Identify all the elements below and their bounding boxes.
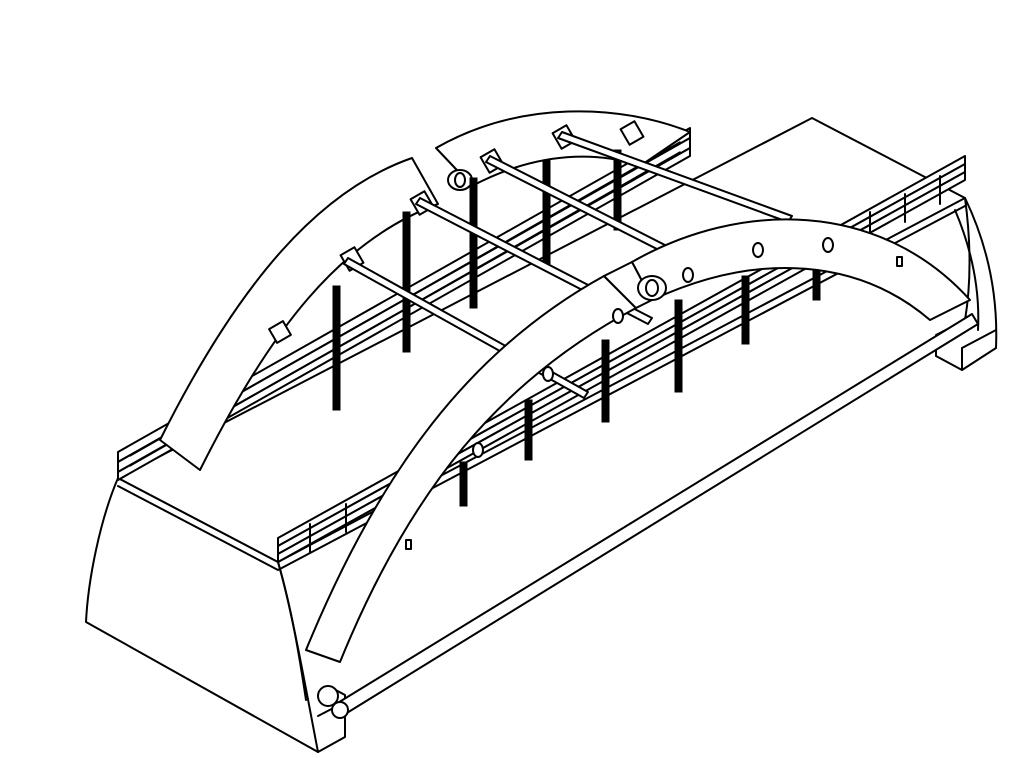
front-arch bbox=[305, 218, 971, 663]
vertical-hangers bbox=[332, 149, 821, 507]
rear-arch-plate bbox=[268, 320, 292, 344]
deck-edge bbox=[117, 205, 966, 571]
left-abutment-curve bbox=[277, 561, 307, 701]
right-abutment bbox=[935, 197, 998, 371]
right-abutment-inner bbox=[954, 209, 980, 331]
right-abutment-step bbox=[961, 329, 997, 349]
front-arch-pin bbox=[637, 275, 667, 301]
front-arch-slot bbox=[405, 539, 412, 550]
front-arch-hole bbox=[612, 308, 624, 324]
tie-rod bbox=[317, 313, 979, 719]
